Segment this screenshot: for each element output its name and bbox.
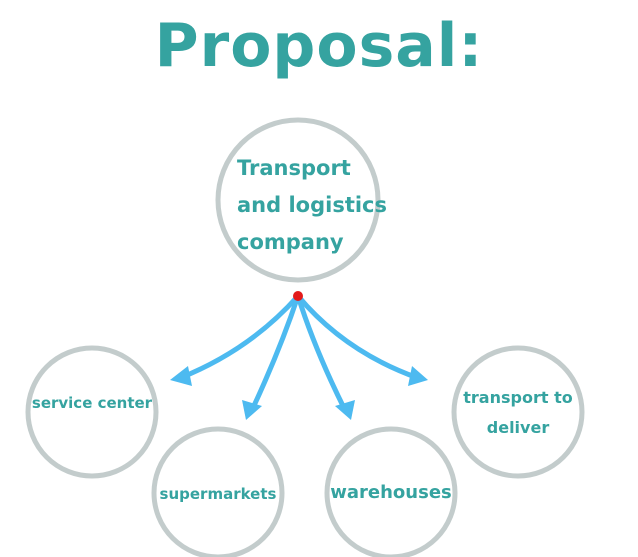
service-center-label: service center [31, 394, 153, 412]
warehouses-label: warehouses [330, 482, 452, 503]
arrow-to-transport [295, 293, 421, 381]
origin-dot [293, 291, 303, 301]
main-node-circle [215, 117, 381, 283]
arrow-to-service-center [177, 293, 301, 381]
supermarkets-circle [151, 426, 285, 557]
warehouses-circle [324, 426, 458, 557]
page-title: Proposal: [154, 11, 484, 81]
arrow-to-supermarkets [249, 293, 301, 413]
transport-to-deliver-circle [451, 345, 585, 479]
service-center-circle [25, 345, 159, 479]
arrowhead-service-center [170, 366, 192, 386]
arrowhead-warehouses [335, 400, 355, 420]
transport-to-deliver-label: transport to deliver [463, 388, 573, 437]
supermarkets-label: supermarkets [159, 485, 277, 503]
arrowhead-transport [408, 366, 428, 386]
arrowhead-supermarkets [242, 400, 262, 420]
arrow-to-warehouses [295, 293, 348, 413]
main-node-label: Transport and logistics company [237, 156, 388, 254]
